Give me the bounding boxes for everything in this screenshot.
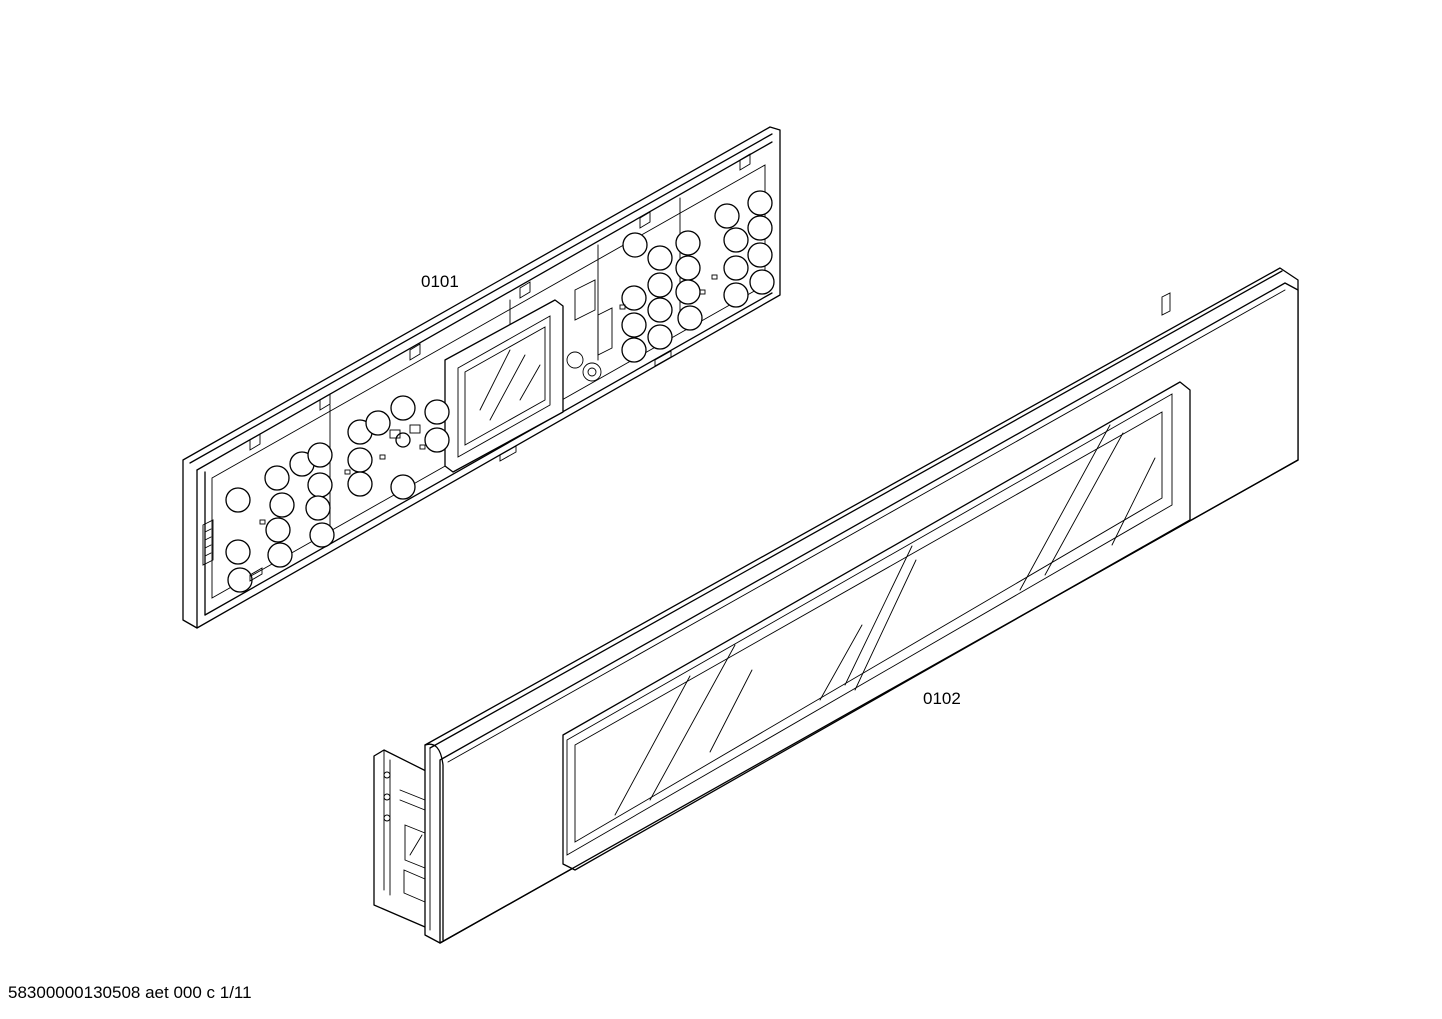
part-label-0101: 0101 — [421, 272, 459, 291]
drawing-reference-footer: 58300000130508 aet 000 c 1/11 — [8, 983, 252, 1002]
pcb-small-components — [259, 274, 718, 525]
front-panel-part-0102 — [373, 267, 1299, 944]
pcb-knob-cluster-left — [225, 395, 450, 593]
glass-reflection-lines — [614, 424, 1156, 816]
pcb-knob-cluster-right — [621, 190, 775, 363]
part-label-0102: 0102 — [923, 689, 961, 708]
control-module-part-0101 — [182, 126, 781, 629]
